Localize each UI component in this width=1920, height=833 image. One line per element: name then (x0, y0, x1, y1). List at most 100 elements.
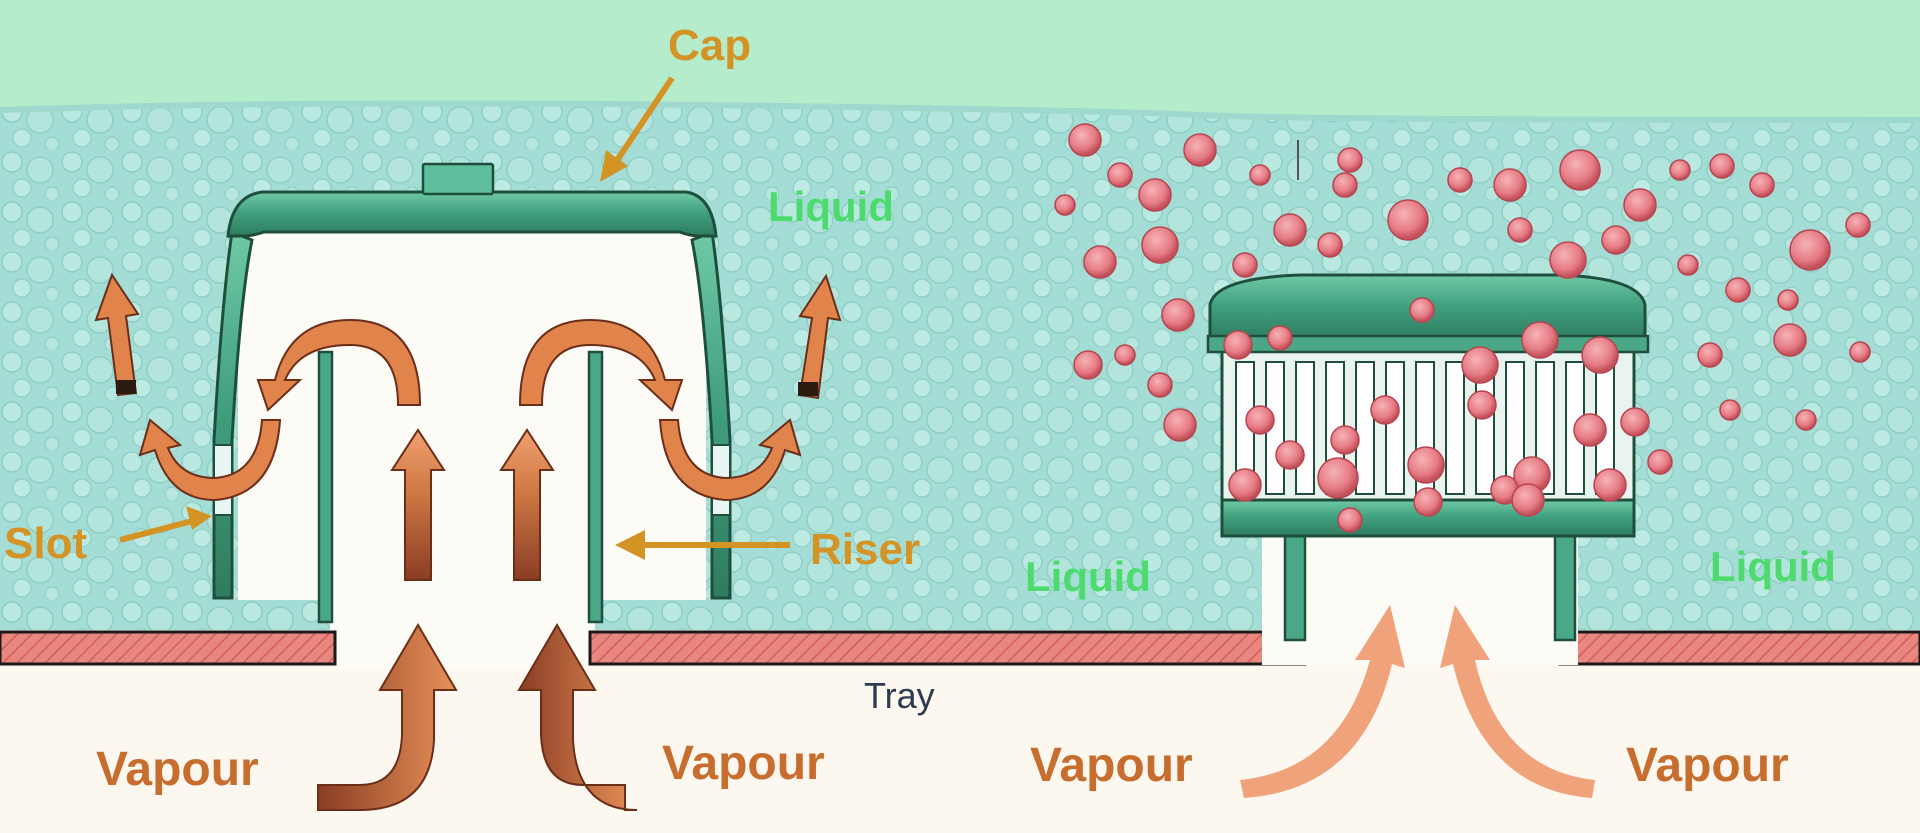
riser-passage (330, 350, 595, 640)
vapour-bubble (1697, 342, 1723, 368)
vapour-bubble (1777, 289, 1799, 311)
vapour-bubble (1407, 446, 1445, 484)
vapour-bubble (1795, 409, 1817, 431)
right-cap-slot (1295, 361, 1315, 495)
vapour-bubble (1845, 212, 1871, 238)
right-vapour-arrow-left (1240, 605, 1405, 798)
vapour-bubble (1507, 217, 1533, 243)
right-leg-right (1553, 528, 1577, 642)
vapour-bubble (1267, 325, 1293, 351)
vapour-arrow-up-1 (390, 428, 446, 581)
vapour-bubble (1593, 468, 1627, 502)
vapour-label-1: Vapour (96, 743, 259, 796)
vapour-bubble (1054, 194, 1076, 216)
right-cap-slot (1445, 361, 1465, 495)
vapour-bubble (1773, 323, 1807, 357)
vapour-label-3: Vapour (1030, 739, 1193, 792)
vapour-bubble (1623, 188, 1657, 222)
riser-wall-left (317, 350, 334, 624)
vapour-bubble (1330, 425, 1360, 455)
recirc-arrow-right (518, 318, 684, 412)
vapour-bubble (1620, 407, 1650, 437)
vapour-bubble (1370, 395, 1400, 425)
vapour-bubble (1228, 468, 1262, 502)
vapour-bubble (1183, 133, 1217, 167)
vapour-bubble (1249, 164, 1271, 186)
riser-label: Riser (810, 525, 921, 574)
vapour-bubble (1521, 321, 1559, 359)
cap-top (226, 190, 718, 238)
vapour-bubble (1337, 147, 1363, 173)
escape-arrow-left (94, 272, 140, 397)
vapour-bubble (1275, 440, 1305, 470)
vapour-bubble (1317, 232, 1343, 258)
vapour-bubble (1789, 229, 1831, 271)
vapour-bubble (1849, 341, 1871, 363)
vapour-label-4: Vapour (1626, 739, 1789, 792)
vapour-bubble (1647, 449, 1673, 475)
cap-callout-arrow (600, 76, 675, 182)
vapour-bubble (1669, 159, 1691, 181)
recirc-arrow-left (256, 318, 422, 412)
vapour-bubble (1332, 172, 1358, 198)
vapour-bubble (1073, 350, 1103, 380)
vapour-bubble (1709, 153, 1735, 179)
vapour-arrow-up-2 (499, 428, 555, 581)
vapour-bubble (1461, 346, 1499, 384)
vapour-bubble (1147, 372, 1173, 398)
cap-label: Cap (668, 21, 752, 70)
vapour-bubble (1719, 399, 1741, 421)
vapour-bubble (1467, 390, 1497, 420)
liquid-surface (0, 100, 1920, 123)
vapour-bubble (1493, 168, 1527, 202)
vapour-bubble (1601, 225, 1631, 255)
vapour-bubble (1232, 252, 1258, 278)
vapour-bubble (1549, 241, 1587, 279)
vapour-bubble (1447, 167, 1473, 193)
riser-wall-right (587, 350, 604, 624)
right-vapour-arrow-right (1440, 605, 1595, 798)
vapour-bubble (1387, 199, 1429, 241)
escape-arrow-right (798, 273, 842, 400)
tray-plate-middle (588, 630, 1307, 666)
right-leg-left (1283, 528, 1307, 642)
liquid-label-top: Liquid (768, 183, 894, 230)
vapour-bubble (1409, 297, 1435, 323)
vapour-bubble (1337, 507, 1363, 533)
liquid-label-right: Liquid (1710, 543, 1836, 590)
right-cap-slot (1355, 361, 1375, 495)
vapour-bubble (1161, 298, 1195, 332)
vapour-bubble (1273, 213, 1307, 247)
vapour-bubble (1573, 413, 1607, 447)
slot-arrow-left (138, 418, 282, 502)
vapour-bubble (1413, 487, 1443, 517)
vapour-bubble (1068, 123, 1102, 157)
cap-knob (421, 162, 495, 196)
slot-label: Slot (4, 519, 88, 568)
vapour-bubble (1677, 254, 1699, 276)
vapour-bubble (1223, 330, 1253, 360)
vapour-curve-arrow-right (517, 623, 638, 811)
vapour-bubble (1107, 162, 1133, 188)
vapour-bubble (1749, 172, 1775, 198)
liquid-label-mid: Liquid (1025, 553, 1151, 600)
riser-callout-arrow (615, 530, 790, 560)
tray-plate-right (1558, 630, 1920, 666)
vapour-bubble (1141, 226, 1179, 264)
right-riser-opening (1262, 520, 1578, 665)
vapour-curve-arrow-left (317, 623, 458, 811)
vapour-bubble (1245, 405, 1275, 435)
tray-plate-left (0, 630, 337, 666)
slot-arrow-right (658, 418, 802, 502)
right-cap-slot (1385, 361, 1405, 495)
vapour-bubble (1725, 277, 1751, 303)
vapour-bubble (1138, 178, 1172, 212)
vapour-bubble (1114, 344, 1136, 366)
vapour-bubble (1163, 408, 1197, 442)
vapour-label-2: Vapour (662, 737, 825, 790)
vapour-bubble (1511, 483, 1545, 517)
vapour-bubble (1317, 457, 1359, 499)
slot-callout-arrow (119, 506, 212, 543)
vapour-bubble (1083, 245, 1117, 279)
